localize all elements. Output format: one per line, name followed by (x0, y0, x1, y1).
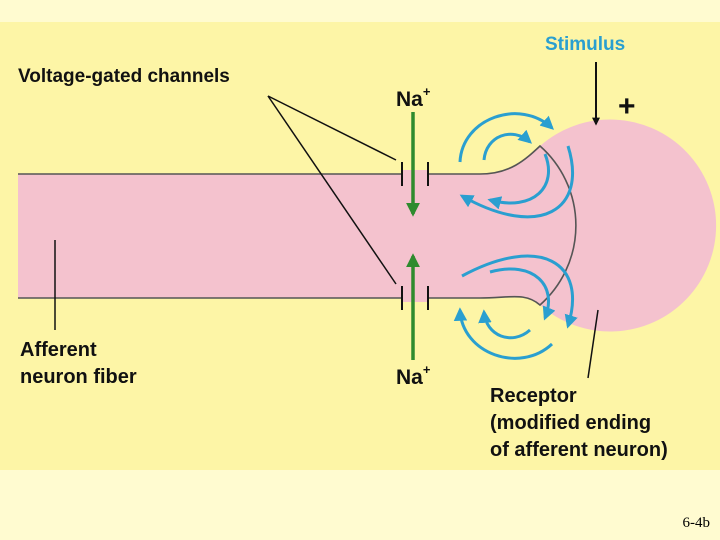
receptor-label-line2: (modified ending (490, 412, 651, 434)
leader-line (267, 95, 397, 161)
current-arrow (482, 129, 533, 161)
channel-gap-top (402, 170, 428, 178)
afferent-fiber-label-line1: Afferent (20, 339, 97, 361)
sodium-symbol: Na (396, 88, 423, 111)
stimulus-label: Stimulus (545, 34, 625, 55)
membrane-top (18, 144, 577, 307)
sodium-label-bottom: Na+ (396, 362, 431, 389)
afferent-fiber-label-line2: neuron fiber (20, 366, 137, 388)
current-arrow (487, 153, 551, 210)
receptor-label-line3: of afferent neuron) (490, 439, 668, 461)
current-arrow (461, 254, 578, 329)
channel-gap-bottom (402, 294, 428, 302)
sodium-symbol: Na (396, 366, 423, 389)
current-arrow (459, 145, 574, 219)
current-arrow (489, 267, 556, 321)
sodium-charge: + (423, 84, 431, 99)
leader-line (587, 309, 599, 379)
receptor-label-line1: Receptor (490, 385, 577, 407)
current-arrow (478, 309, 531, 340)
neuron-shape (18, 119, 717, 332)
plus-sign-label: + (618, 90, 636, 123)
voltage-gated-channels-label: Voltage-gated channels (18, 66, 230, 87)
sodium-label-top: Na+ (396, 84, 431, 111)
leader-line (267, 95, 397, 285)
sodium-charge: + (423, 362, 431, 377)
current-arrow (453, 307, 554, 360)
slide-number: 6-4b (682, 515, 711, 531)
current-arrow (458, 112, 554, 163)
